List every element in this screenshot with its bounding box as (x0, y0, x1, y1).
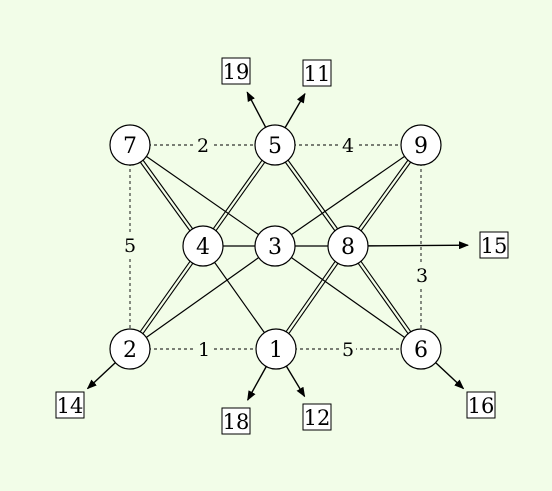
dashed-edge-label-9-6: 3 (414, 264, 430, 287)
box-label: 19 (223, 60, 250, 84)
box-label: 14 (57, 394, 84, 418)
node-label: 7 (123, 134, 137, 159)
node-8: 8 (327, 225, 369, 267)
node-circle (400, 328, 442, 370)
dashed-edge-label-2-1: 1 (196, 338, 212, 361)
arrow-6-to-16 (435, 362, 465, 390)
double-edge-9-8 (346, 143, 423, 248)
dashed-edge-labels: 2 4 1 5 5 3 (122, 134, 430, 361)
box-frame (221, 407, 251, 435)
double-edge-5-4 (201, 143, 277, 248)
svg-text:2: 2 (197, 135, 209, 157)
node-label: 9 (414, 134, 428, 159)
edge-7-3 (129, 144, 276, 247)
box-label: 11 (304, 62, 331, 86)
node-label: 1 (269, 338, 283, 363)
node-circle (109, 328, 151, 370)
node-2: 2 (109, 328, 151, 370)
node-circle (182, 225, 224, 267)
box-12: 12 (302, 403, 332, 431)
double-edge-2-4 (128, 244, 205, 351)
node-label: 4 (196, 235, 210, 260)
edge-2-3 (129, 245, 276, 350)
node-label: 2 (123, 338, 137, 363)
box-label: 18 (223, 410, 250, 434)
node-circle (254, 225, 296, 267)
box-16: 16 (466, 391, 496, 419)
arrow-5-to-19 (246, 91, 267, 128)
double-edges (128, 143, 423, 351)
svg-text:4: 4 (342, 135, 354, 157)
node-label: 3 (268, 235, 282, 260)
node-9: 9 (400, 124, 442, 166)
box-frame (479, 231, 509, 259)
node-4: 4 (182, 225, 224, 267)
edge-4-1 (202, 245, 277, 350)
node-3: 3 (254, 225, 296, 267)
box-frame (302, 59, 332, 87)
box-18: 18 (221, 407, 251, 435)
node-label: 6 (414, 338, 428, 363)
arrow-1-to-18 (247, 366, 267, 401)
dashed-edge-label-7-5: 2 (195, 134, 211, 157)
node-1: 1 (255, 328, 297, 370)
box-label: 12 (304, 406, 331, 430)
node-7: 7 (109, 124, 151, 166)
box-label: 15 (481, 234, 508, 258)
svg-text:5: 5 (124, 235, 136, 257)
node-label: 8 (341, 235, 355, 260)
node-circle (255, 328, 297, 370)
double-edge-5-8 (273, 143, 350, 248)
output-arrows (86, 91, 470, 401)
svg-text:1: 1 (198, 339, 210, 361)
box-11: 11 (302, 59, 332, 87)
double-edge-6-8 (346, 244, 423, 351)
node-circle (327, 225, 369, 267)
box-frame (302, 403, 332, 431)
edge-3-9 (274, 144, 422, 247)
svg-text:5: 5 (342, 339, 354, 361)
box-frame (55, 391, 85, 419)
node-circle (109, 124, 151, 166)
node-circle (254, 124, 296, 166)
double-edge-1-8 (274, 244, 350, 351)
box-15: 15 (479, 231, 509, 259)
node-label: 5 (268, 134, 282, 159)
dashed-edge-label-5-9: 4 (340, 134, 356, 157)
box-label: 16 (468, 394, 495, 418)
box-frame (221, 57, 251, 85)
node-6: 6 (400, 328, 442, 370)
box-19: 19 (221, 57, 251, 85)
double-edge-7-4 (128, 143, 205, 248)
edge-3-6 (274, 245, 422, 350)
arrow-5-to-11 (284, 92, 306, 129)
dashed-edge-label-1-6: 5 (340, 338, 356, 361)
dashed-edge-label-7-2: 5 (122, 234, 138, 257)
arrow-8-to-15 (367, 241, 470, 250)
arrow-2-to-14 (86, 362, 116, 390)
svg-text:3: 3 (416, 265, 428, 287)
box-frame (466, 391, 496, 419)
arrow-1-to-12 (285, 365, 306, 398)
node-circle (400, 124, 442, 166)
node-5: 5 (254, 124, 296, 166)
nodes: 7 5 9 4 3 8 2 1 6 (109, 124, 442, 370)
box-14: 14 (55, 391, 85, 419)
